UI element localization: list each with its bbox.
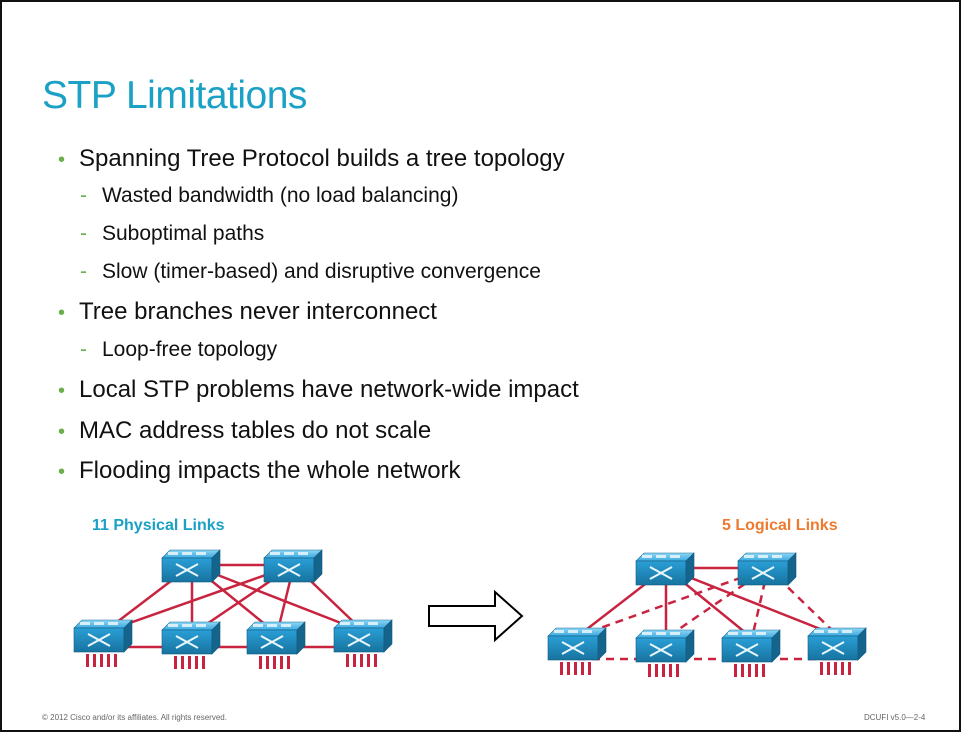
- sub-bullet-item: -Loop-free topology: [80, 338, 277, 362]
- sub-bullet-text: Wasted bandwidth (no load balancing): [102, 184, 459, 207]
- switch-icon: [635, 629, 695, 663]
- course-code-footer: DCUFI v5.0—2-4: [864, 713, 926, 722]
- bullet-marker: •: [58, 421, 66, 443]
- bullet-text: Tree branches never interconnect: [79, 298, 437, 325]
- blocked-link: [577, 566, 769, 638]
- switch-icon: [721, 629, 781, 663]
- logical-switches: [547, 552, 867, 677]
- physical-switches: [73, 549, 393, 669]
- logical-links-label: 5 Logical Links: [722, 517, 838, 534]
- sub-bullet-text: Loop-free topology: [102, 338, 278, 361]
- sub-bullet-item: -Slow (timer-based) and disruptive conve…: [80, 260, 541, 284]
- physical-links: [103, 563, 365, 649]
- switch-icon: [73, 619, 133, 653]
- ports-icon: [86, 654, 117, 667]
- bullet-item: • Spanning Tree Protocol builds a tree to…: [58, 145, 565, 173]
- ports-icon: [820, 662, 851, 675]
- bullet-item: • Local STP problems have network-wide im…: [58, 376, 579, 404]
- sub-bullet-marker: -: [80, 222, 87, 245]
- bullet-item: • Tree branches never interconnect: [58, 298, 437, 326]
- ports-icon: [346, 654, 377, 667]
- bullet-text: Local STP problems have network-wide imp…: [79, 376, 579, 403]
- bullet-text: Spanning Tree Protocol builds a tree top…: [79, 145, 565, 172]
- switch-icon: [547, 627, 607, 661]
- logical-active-links: [577, 566, 839, 639]
- sub-bullet-marker: -: [80, 184, 87, 207]
- bullet-text: Flooding impacts the whole network: [79, 457, 461, 484]
- blocked-link: [750, 567, 770, 639]
- ports-icon: [174, 656, 205, 669]
- sub-bullet-item: -Suboptimal paths: [80, 222, 264, 246]
- copyright-footer: © 2012 Cisco and/or its affiliates. All …: [42, 713, 227, 722]
- sub-bullet-item: -Wasted bandwidth (no load balancing): [80, 184, 458, 208]
- sub-bullet-text: Suboptimal paths: [102, 222, 265, 245]
- sub-bullet-marker: -: [80, 260, 87, 283]
- bullet-marker: •: [58, 461, 66, 483]
- switch-icon: [807, 627, 867, 661]
- bullet-marker: •: [58, 380, 66, 402]
- switch-icon: [333, 619, 393, 653]
- logical-blocked-links: [577, 566, 839, 661]
- slide-title: STP Limitations: [42, 74, 307, 117]
- ports-icon: [734, 664, 765, 677]
- switch-icon: [263, 549, 323, 583]
- sub-bullet-marker: -: [80, 338, 87, 361]
- transform-arrow-icon: [428, 589, 524, 643]
- ports-icon: [648, 664, 679, 677]
- switch-icon: [161, 549, 221, 583]
- switch-icon: [246, 621, 306, 655]
- bullet-item: • MAC address tables do not scale: [58, 417, 431, 445]
- ports-icon: [259, 656, 290, 669]
- ports-icon: [560, 662, 591, 675]
- switch-icon: [635, 552, 695, 586]
- switch-icon: [737, 552, 797, 586]
- physical-link: [103, 563, 295, 634]
- bullet-marker: •: [58, 149, 66, 171]
- bullet-text: MAC address tables do not scale: [79, 417, 432, 444]
- bullet-marker: •: [58, 302, 66, 324]
- physical-link: [191, 563, 365, 634]
- active-link: [665, 566, 839, 638]
- switch-icon: [161, 621, 221, 655]
- sub-bullet-text: Slow (timer-based) and disruptive conver…: [102, 260, 541, 283]
- physical-links-label: 11 Physical Links: [92, 517, 225, 534]
- bullet-item: • Flooding impacts the whole network: [58, 457, 461, 485]
